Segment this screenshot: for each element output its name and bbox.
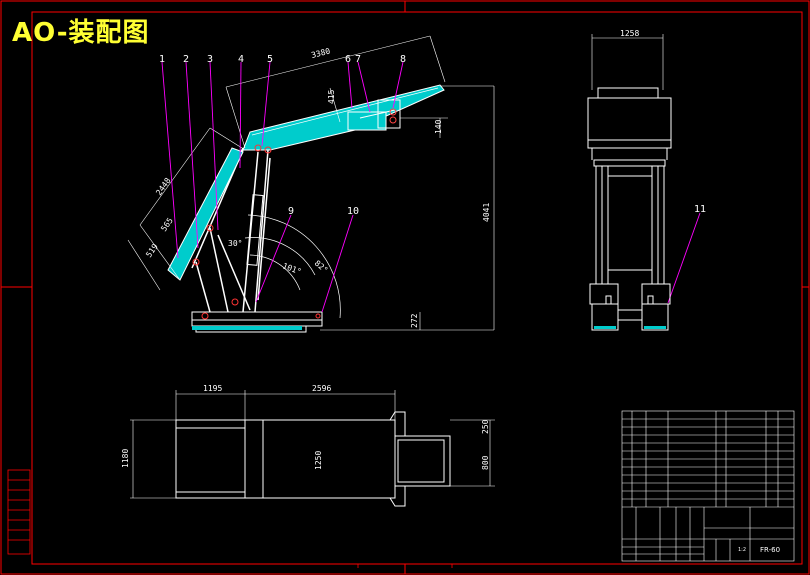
part-label: 2: [183, 54, 189, 65]
front-width-dim: [591, 34, 664, 90]
dim-canopy-length: 3380: [310, 47, 331, 60]
front-legs: [595, 165, 665, 285]
revision-strip: [7, 469, 31, 555]
dim-front-width: 1258: [620, 29, 639, 38]
plan-dimension-lines: [130, 390, 495, 499]
dim-2596: 2596: [312, 384, 331, 393]
part-label: 7: [355, 54, 361, 65]
dim-250: 250: [481, 419, 490, 434]
front-view: 1258: [587, 29, 706, 331]
part-label-11: 11: [694, 204, 706, 215]
dim-1250: 1250: [314, 451, 323, 470]
canopy-beam: [242, 84, 445, 151]
part-label: 3: [207, 54, 213, 65]
drawing-title: AO-装配图: [12, 18, 150, 48]
dim-base-height: 272: [410, 313, 419, 328]
front-shield: [167, 147, 244, 281]
part-label: 8: [400, 54, 406, 65]
plan-outline: [175, 411, 451, 507]
side-view: 1 2 3 4 5 6 7 8 9 10 3380 415 140 2448 5…: [127, 35, 701, 333]
dim-tip-height: 140: [434, 119, 443, 134]
front-canopy: [587, 87, 672, 167]
leader-lines: [161, 61, 701, 313]
part-label: 4: [238, 54, 244, 65]
front-hatch: [594, 326, 666, 329]
drawing-scale: 1:2: [738, 547, 746, 553]
dim-beam-length: 2448: [154, 176, 173, 197]
dim-angle-30: 30°: [228, 239, 242, 248]
hydraulic-cylinder: [246, 194, 264, 266]
side-dimension-lines: [127, 35, 495, 331]
part-label: 1: [159, 54, 165, 65]
part-label: 5: [267, 54, 273, 65]
part-label: 6: [345, 54, 351, 65]
plan-view: 1195 2596 1180 1250 800 250: [121, 384, 495, 507]
dim-total-height: 4041: [482, 203, 491, 222]
pin-joints: [192, 144, 321, 320]
dim-565: 565: [159, 216, 175, 233]
dim-canopy-depth: 415: [327, 89, 336, 104]
dim-519: 519: [144, 242, 160, 259]
angle-arcs: [244, 214, 341, 319]
part-label: 9: [288, 206, 294, 217]
parts-list: FR-60 1:2: [621, 410, 795, 562]
dim-angle-101: 101°: [281, 261, 302, 276]
bottom-marks: [357, 564, 453, 568]
drawing-code: FR-60: [760, 546, 780, 554]
part-label: 10: [347, 206, 359, 217]
dim-800: 800: [481, 455, 490, 470]
tip-mechanism: [347, 99, 401, 131]
dim-1195: 1195: [203, 384, 222, 393]
front-base: [589, 283, 671, 331]
base-hatch: [192, 326, 302, 330]
dim-1180: 1180: [121, 449, 130, 468]
inner-frame: [31, 11, 803, 565]
